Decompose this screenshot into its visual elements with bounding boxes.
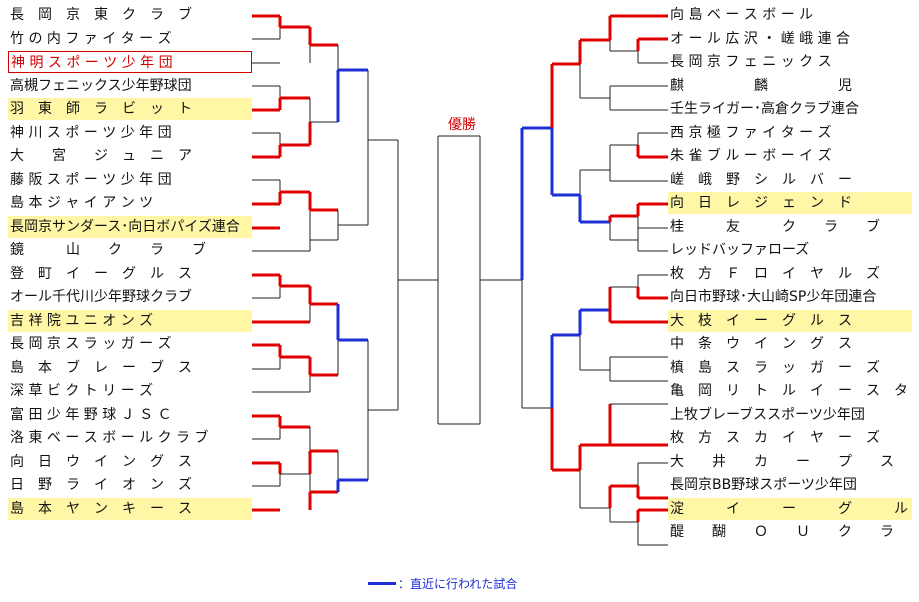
left-team-13: 吉 祥 院 ユ ニ オ ン ズ [8,309,252,332]
left-team-16: 深 草 ビ ク ト リ ー ズ [10,383,154,399]
right-team-17: 上牧ブレーブススポーツ少年団 [670,406,865,423]
left-team-17: 富 田 少 年 野 球 Ｊ Ｓ Ｃ [10,406,172,423]
left-team-5: 神 川 ス ポ ー ツ 少 年 団 [10,124,172,141]
right-team-3: 麒 麟 児 [670,77,852,94]
legend-text: ：直近に行われた試合 [398,577,518,591]
left-team-2: 神 明 ス ポ ー ツ 少 年 団 [8,51,252,73]
right-team-9: 桂 友 ク ラ ブ [670,218,880,235]
left-team-12: オール千代川少年野球クラブ [10,289,192,305]
right-team-5: 西 京 極 フ ァ イ タ ー ズ [670,124,832,141]
left-team-3: 高槻フェニックス少年野球団 [10,77,192,94]
right-team-4: 壬生ライガー･高倉クラブ連合 [670,101,859,117]
left-team-0: 長 岡 京 東 ク ラ ブ [10,7,192,23]
right-team-12: 向日市野球･大山崎SP少年団連合 [670,289,877,305]
right-team-13: 大 枝 イ ー グ ル ス [668,309,912,332]
left-team-15: 島 本 ブ レ ー ブ ス [10,359,192,376]
left-team-11: 登 町 イ ー グ ル ス [10,265,192,282]
right-team-20: 長岡京BB野球スポーツ少年団 [670,477,857,493]
left-team-14: 長 岡 京 ス ラ ッ ガ ー ズ [10,336,172,352]
right-team-1: オ ー ル 広 沢 ・ 嵯 峨 連 合 [670,30,851,47]
right-team-18: 枚 方 ス カ イ ヤ ー ズ [670,430,880,446]
left-team-10: 鏡 山 ク ラ ブ [10,242,206,258]
right-team-7: 嵯 峨 野 シ ル バ ー [670,171,852,188]
right-team-6: 朱 雀 ブ ル ー ボ ー イ ズ [670,148,832,164]
left-team-21: 島 本 ヤ ン キ ー ス [8,497,252,520]
right-team-0: 向 島 ベ ー ス ボ ー ル [670,7,814,23]
right-team-15: 槙 島 ス ラ ッ ガ ー ズ [670,359,880,376]
left-team-7: 藤 阪 ス ポ ー ツ 少 年 団 [10,171,172,188]
left-team-8: 島 本 ジ ャ イ ア ン ツ [10,195,154,211]
right-team-21: 淀 イ ー グ ル [668,497,912,520]
right-team-22: 醍 醐 Ｏ Ｕ ク ラ ブ [670,524,919,540]
right-team-10: レッドバッファローズ [670,242,810,258]
left-team-4: 羽 東 師 ラ ビ ッ ト [8,98,252,120]
left-team-9: 長岡京サンダース･向日ボパイズ連合 [8,215,252,238]
right-team-11: 枚 方 Ｆ ロ イ ヤ ル ズ [670,265,880,282]
right-team-14: 中 条 ウ イ ン グ ス [670,336,852,352]
left-team-6: 大 宮 ジ ュ ニ ア [10,148,192,164]
left-team-20: 日 野 ラ イ オ ン ズ [10,477,192,493]
champion-label: 優勝 [448,117,476,133]
legend-recent-line [368,582,396,585]
left-team-18: 洛 東 ベ ー ス ボ ー ル ク ラ ブ [10,430,209,446]
right-team-19: 大 井 カ ー プ ス [670,453,894,470]
right-team-8: 向 日 レ ジ ェ ン ド [668,192,912,214]
right-team-16: 亀 岡 リ ト ル イ ー ス タ ン [670,383,919,399]
right-team-2: 長 岡 京 フ ェ ニ ッ ク ス [670,54,832,70]
left-team-19: 向 日 ウ イ ン グ ス [10,453,192,470]
left-team-1: 竹 の 内 フ ァ イ タ ー ズ [10,30,172,47]
